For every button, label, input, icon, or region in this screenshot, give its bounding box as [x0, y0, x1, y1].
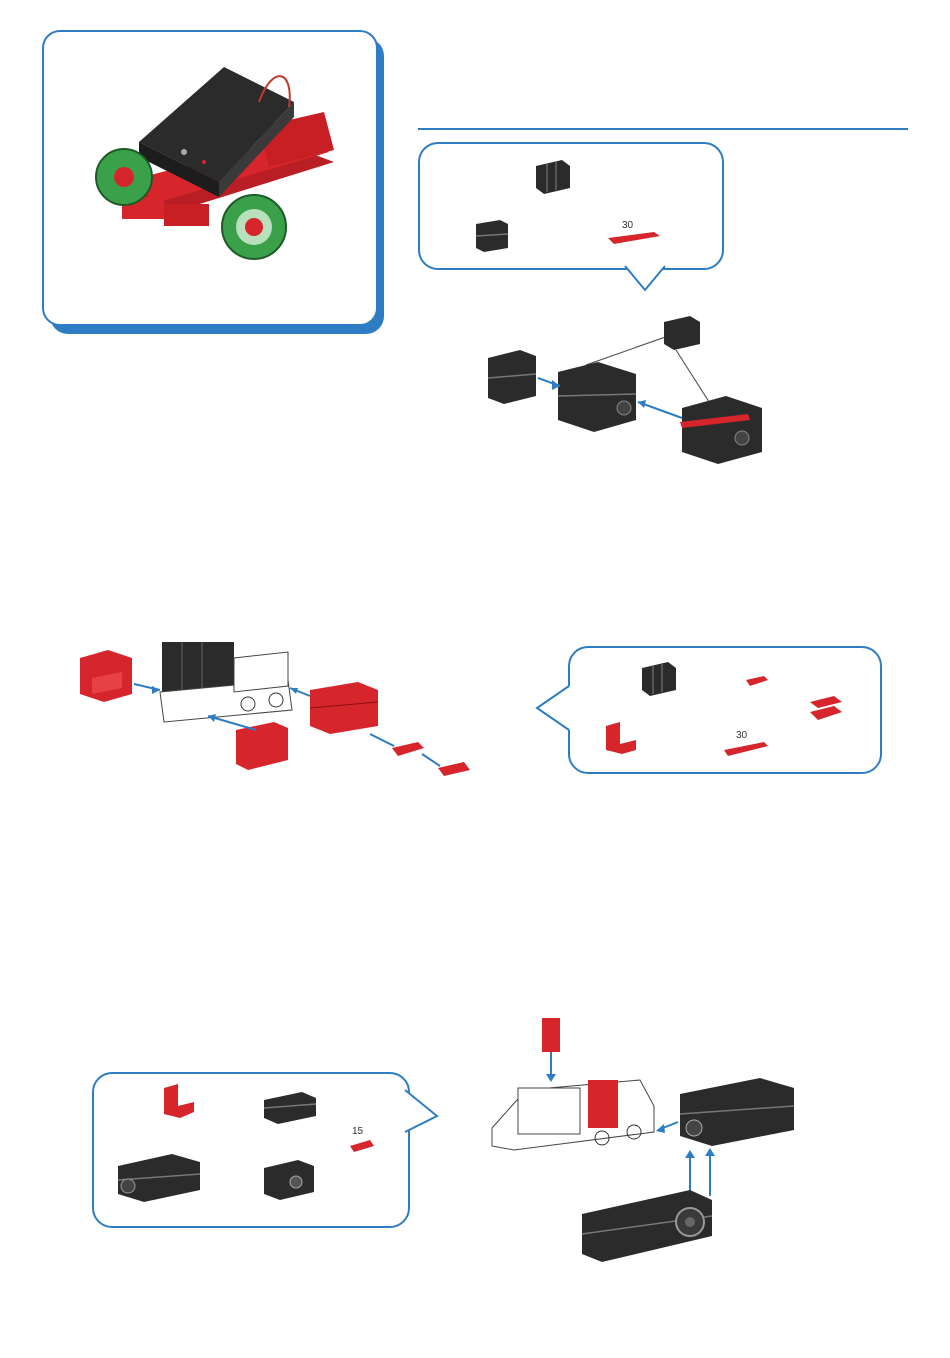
step2-part-red-angle-block: [604, 720, 638, 754]
step1-part-red-strut: 30: [606, 218, 662, 248]
hero-card: [42, 30, 378, 326]
step2-part-red-strut: 30: [722, 728, 772, 758]
step2-assembly-illustration: [78, 630, 498, 800]
step3-part-red-angle-block: [162, 1082, 196, 1118]
step3-bubble-pointer: [404, 1090, 438, 1132]
step1-bubble-pointer: [625, 265, 665, 291]
step1-strut-label: 30: [622, 220, 634, 231]
step2-part-red-small-plate: [744, 674, 770, 688]
wheel-right-icon: [222, 195, 286, 259]
step1-part-double-block: [474, 218, 510, 252]
step1-assembly-illustration: [486, 310, 786, 490]
step1-part-black-block: [532, 158, 572, 194]
step2-bubble-pointer: [536, 686, 570, 730]
step2-part-black-block: [638, 660, 678, 696]
step3-part-red-strut: 15: [348, 1124, 378, 1156]
step3-part-motor-block: [262, 1158, 318, 1202]
step3-part-black-block: [262, 1090, 318, 1126]
finished-robot-illustration: [44, 32, 376, 324]
wheel-left-icon: [96, 149, 152, 205]
step3-strut-label: 15: [352, 1126, 364, 1137]
section-divider: [418, 128, 908, 130]
step3-part-gear-block: [114, 1152, 204, 1204]
step3-assembly-illustration: [490, 1010, 810, 1300]
step2-strut-label: 30: [736, 730, 748, 741]
step2-part-red-clip: [806, 694, 846, 724]
